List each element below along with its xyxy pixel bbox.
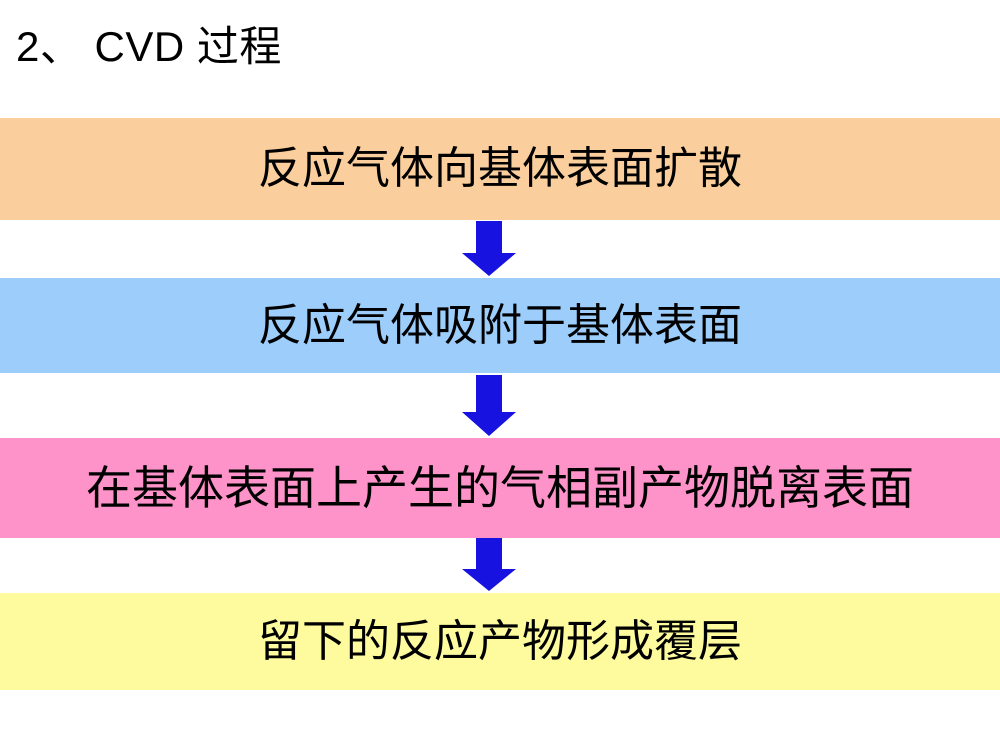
down-arrow-icon	[461, 221, 517, 277]
flow-step-label-4: 留下的反应产物形成覆层	[258, 615, 742, 667]
flow-step-label-2: 反应气体吸附于基体表面	[258, 299, 742, 351]
flow-step-box-4: 留下的反应产物形成覆层	[0, 593, 1000, 690]
down-arrow-icon	[461, 375, 517, 437]
flow-step-label-1: 反应气体向基体表面扩散	[258, 143, 742, 194]
down-arrow-icon	[461, 538, 517, 592]
flow-step-box-1: 反应气体向基体表面扩散	[0, 118, 1000, 220]
page-title: 2、 CVD 过程	[16, 23, 282, 70]
flow-step-label-3: 在基体表面上产生的气相副产物脱离表面	[86, 461, 914, 515]
flow-step-box-2: 反应气体吸附于基体表面	[0, 278, 1000, 373]
flow-step-box-3: 在基体表面上产生的气相副产物脱离表面	[0, 438, 1000, 538]
